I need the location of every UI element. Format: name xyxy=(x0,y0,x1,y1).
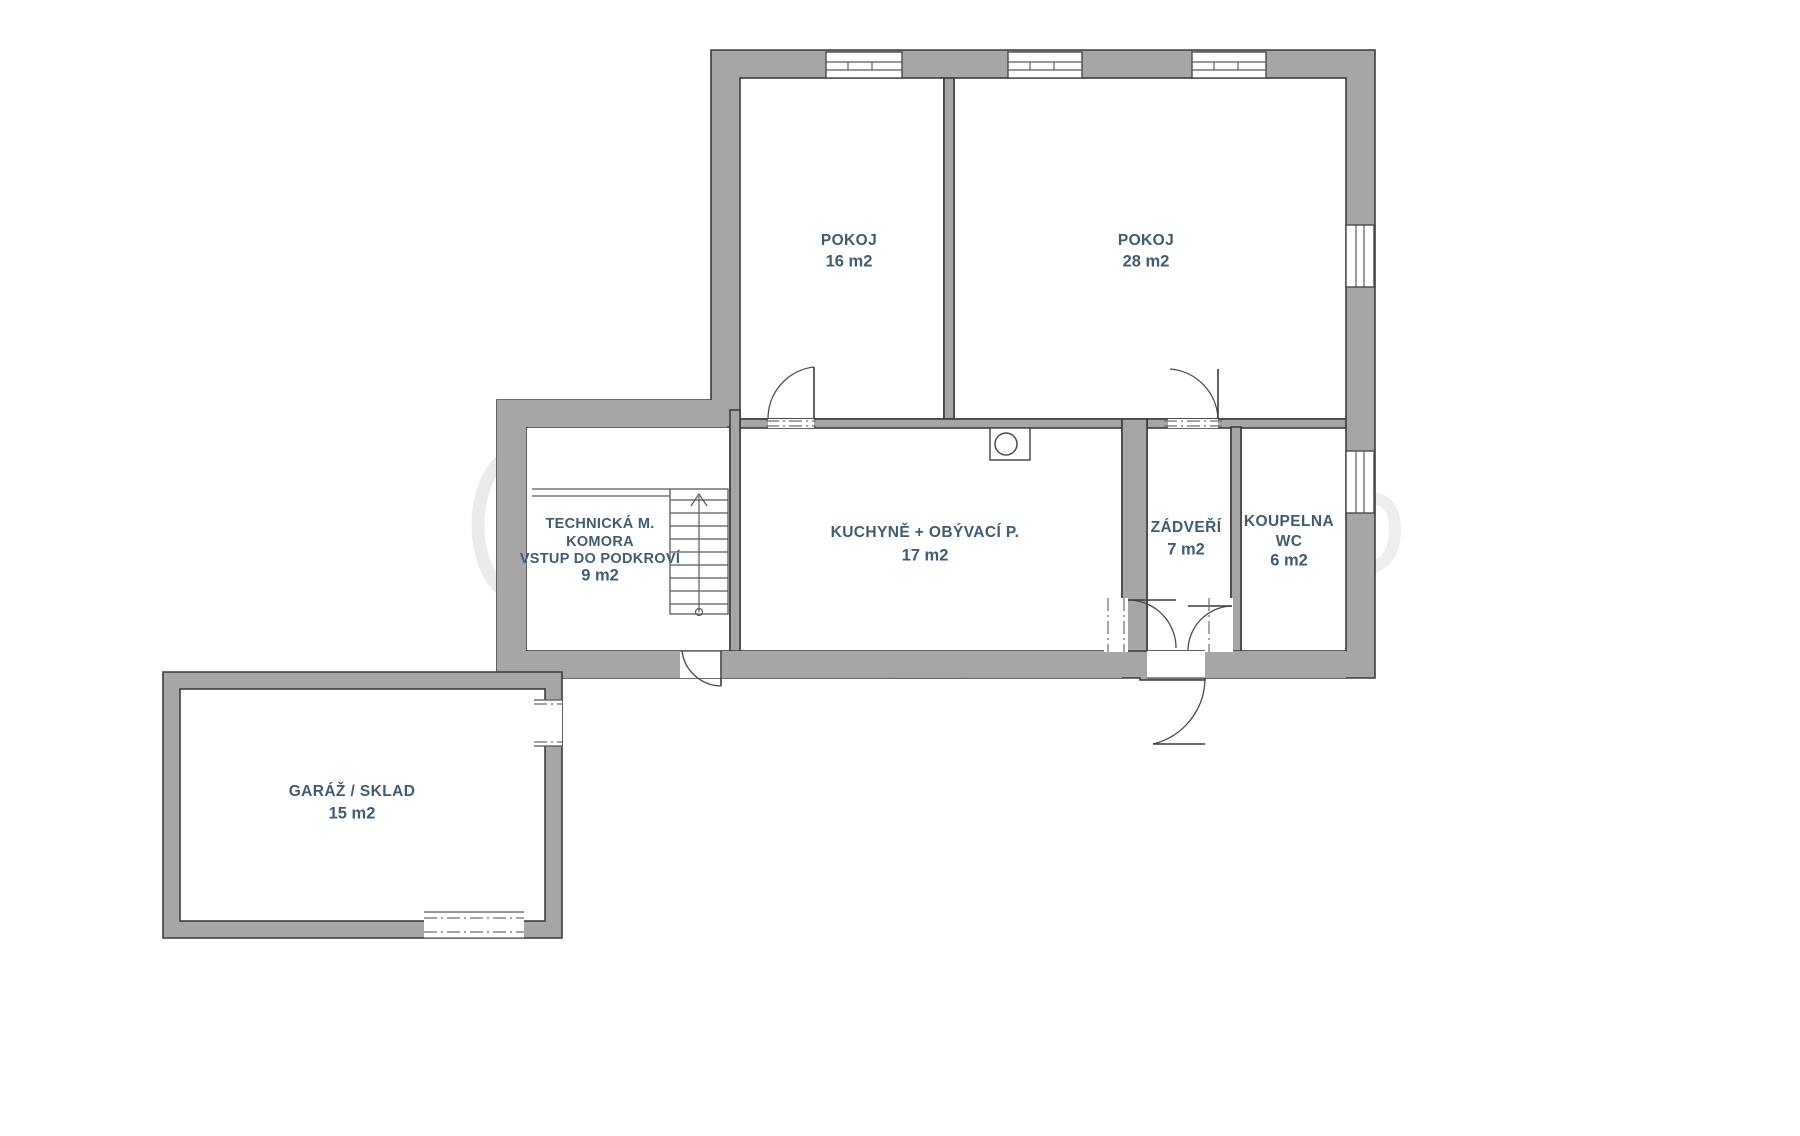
door-technicka xyxy=(680,650,722,687)
door-kuchyne-zadveri xyxy=(1104,598,1177,652)
room-label-koupelna-line2: WC xyxy=(1276,533,1303,550)
room-label-technicka-line3: VSTUP DO PODKROVÍ xyxy=(520,550,681,567)
room-label-zadveri-area: 7 m2 xyxy=(1167,540,1205,558)
wall-step-left-wing xyxy=(497,400,727,678)
room-interiors xyxy=(525,77,1347,652)
room-label-pokoj-28-area: 28 m2 xyxy=(1123,252,1170,270)
internal-partitions xyxy=(729,77,1347,652)
room-label-garaz-area: 15 m2 xyxy=(329,804,376,822)
garage-structure xyxy=(162,671,563,939)
staircase xyxy=(532,488,729,617)
door-pokoj28 xyxy=(1164,368,1222,428)
wall-bottom-main xyxy=(497,651,1346,678)
windows-right-wall xyxy=(1345,224,1375,514)
door-entrance xyxy=(1147,651,1206,745)
windows-top-wall xyxy=(825,51,1267,79)
doors xyxy=(680,366,1233,745)
door-zadveri-koupelna xyxy=(1187,598,1233,652)
room-label-technicka-area: 9 m2 xyxy=(581,566,619,584)
room-label-technicka-line1: TECHNICKÁ M. xyxy=(545,515,654,532)
room-label-zadveri-name: ZÁDVEŘÍ xyxy=(1151,518,1222,536)
room-label-pokoj-28-name: POKOJ xyxy=(1118,232,1174,249)
room-label-technicka-line2: KOMORA xyxy=(566,534,634,550)
room-label-pokoj-16-name: POKOJ xyxy=(821,232,877,249)
door-pokoj16 xyxy=(766,366,816,428)
room-label-kuchyne-area: 17 m2 xyxy=(902,546,949,564)
room-label-garaz-name: GARÁŽ / SKLAD xyxy=(289,782,416,800)
room-label-koupelna-area: 6 m2 xyxy=(1270,551,1308,569)
room-label-pokoj-16-area: 16 m2 xyxy=(826,252,873,270)
room-label-kuchyne-name: KUCHYNĚ + OBÝVACÍ P. xyxy=(831,523,1020,541)
room-label-koupelna-line1: KOUPELNA xyxy=(1244,513,1334,530)
room-labels: POKOJ 16 m2 POKOJ 28 m2 TECHNICKÁ M. KOM… xyxy=(289,232,1334,822)
room-garaz-floor xyxy=(179,688,546,922)
round-fixture xyxy=(989,427,1031,461)
